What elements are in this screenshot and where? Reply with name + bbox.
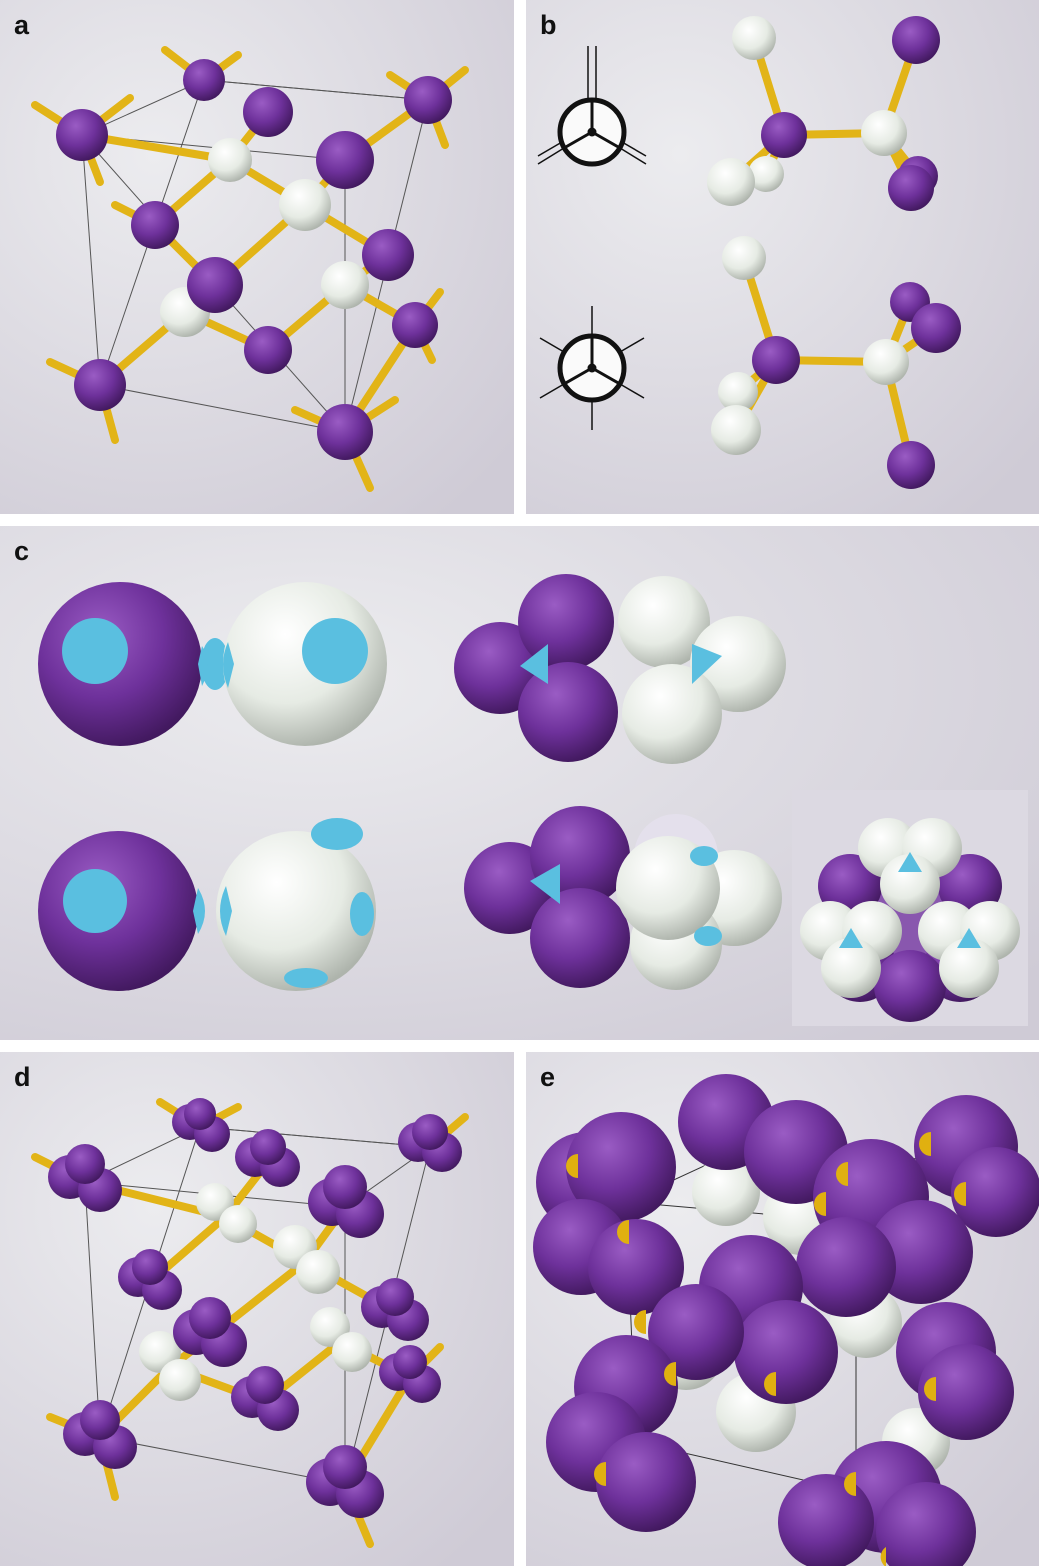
newman-projection-eclipsed-icon	[539, 306, 645, 430]
patchy-particle-models	[0, 526, 1039, 1040]
purple-atoms	[533, 1074, 1039, 1566]
white-clusters	[139, 1183, 372, 1401]
newman-projection-staggered-icon	[537, 46, 647, 167]
diamond-lattice-cluster-model	[0, 1052, 514, 1566]
patchy-pair-staggered	[38, 582, 387, 746]
panel-a: a	[0, 0, 514, 514]
patchy-pair-eclipsed	[38, 818, 376, 991]
panel-label-c: c	[14, 536, 30, 566]
panel-label-b: b	[540, 10, 557, 40]
panel-b: b	[526, 0, 1039, 514]
panel-e: e	[526, 1052, 1039, 1566]
patches	[566, 1132, 966, 1566]
purple-atoms	[56, 59, 452, 460]
panel-label-a: a	[14, 10, 30, 40]
tetrahedral-cluster-pair-top	[454, 574, 786, 764]
diamond-lattice-ball-stick	[0, 0, 514, 514]
eclipsed-conformer-model	[711, 236, 961, 489]
staggered-conformer-model	[707, 16, 940, 211]
panel-c: c	[0, 526, 1039, 1040]
panel-d: d	[0, 1052, 514, 1566]
close-packed-cluster-crystal	[526, 1052, 1039, 1566]
tetrahedral-cluster-pair-bottom	[464, 806, 782, 990]
cluster-network-inset	[792, 790, 1028, 1026]
purple-clusters	[48, 1098, 462, 1518]
panel-label-e: e	[540, 1062, 556, 1092]
conformer-models	[526, 0, 1039, 514]
panel-label-d: d	[14, 1062, 31, 1092]
